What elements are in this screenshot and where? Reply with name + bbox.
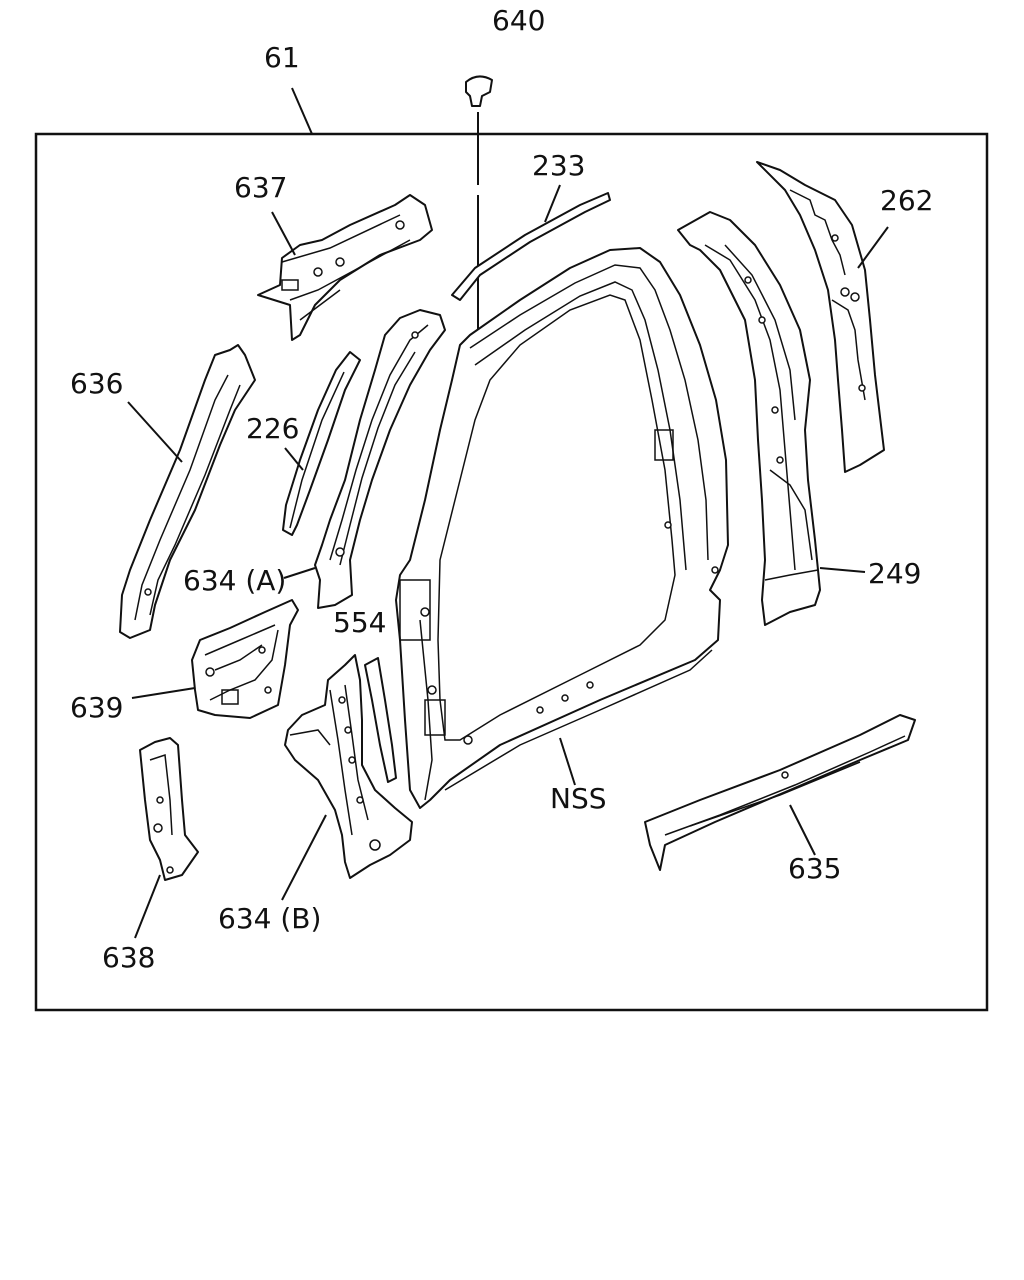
callout-637: 637 — [234, 171, 287, 204]
callout-639: 639 — [70, 691, 123, 724]
assembly-frame — [34, 132, 989, 1012]
rear-pillar-outer-262 — [756, 161, 889, 473]
callout-638: 638 — [102, 941, 155, 974]
callout-634b: 634 (B) — [218, 902, 321, 935]
lower-bracket-638 — [134, 737, 199, 939]
callout-634a: 634 (A) — [183, 564, 286, 597]
front-pillar-a-634 — [283, 309, 446, 609]
side-panel-nss — [395, 247, 729, 809]
callout-226: 226 — [246, 412, 299, 445]
roof-rail-trim-233 — [451, 184, 611, 301]
windshield-pillar-636 — [119, 344, 256, 639]
hinge-reinforcement-639 — [131, 599, 299, 719]
callout-640: 640 — [492, 4, 545, 37]
rocker-panel-635 — [644, 714, 916, 871]
leader-61 — [291, 87, 313, 135]
pillar-filler-554 — [364, 657, 397, 783]
pillar-seal-226 — [282, 351, 361, 536]
callout-233: 233 — [532, 149, 585, 182]
center-pillar-249 — [677, 211, 866, 626]
callout-61: 61 — [264, 41, 300, 74]
clip-640 — [465, 75, 493, 335]
callout-635: 635 — [788, 852, 841, 885]
callout-262: 262 — [880, 184, 933, 217]
callout-554: 554 — [333, 606, 386, 639]
callout-636: 636 — [70, 367, 123, 400]
front-pillar-b-634 — [281, 654, 413, 901]
callout-249: 249 — [868, 557, 921, 590]
callout-nss: NSS — [550, 782, 607, 815]
front-pillar-upper-637 — [257, 194, 433, 341]
